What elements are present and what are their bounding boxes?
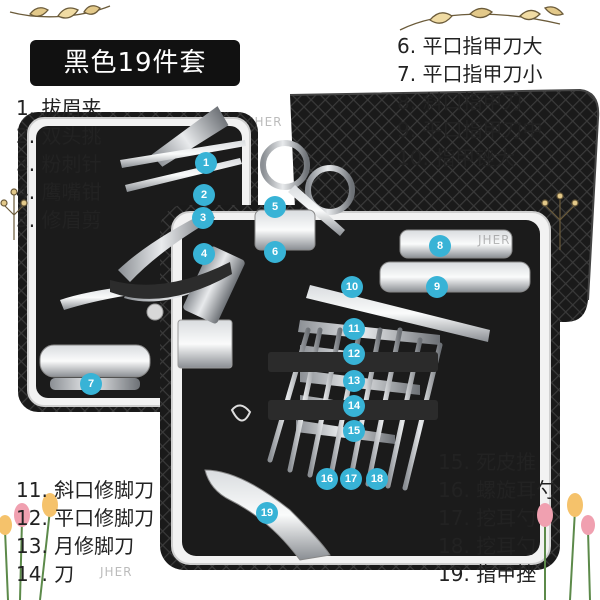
flower-decoration-bottom-right [537, 493, 595, 600]
label-item-16: 16. 螺旋耳勺 [438, 478, 557, 502]
tool-badge-6: 6 [264, 241, 286, 263]
watermark: JHER [100, 565, 133, 579]
left-case-tools [39, 106, 355, 390]
label-item-17: 17. 挖耳勺 [438, 506, 537, 530]
label-item-1: 1. 拔眉夹 [16, 96, 102, 120]
flower-decoration-bottom-left [0, 493, 58, 600]
label-item-14: 14. 刀 [16, 562, 75, 586]
tool-badge-14: 14 [343, 395, 365, 417]
tool-badge-12: 12 [343, 343, 365, 365]
label-item-6: 6. 平口指甲刀大 [397, 34, 543, 58]
tool-badge-5: 5 [264, 196, 286, 218]
watermark: JHER [250, 115, 283, 129]
product-title: 黑色19件套 [30, 40, 240, 86]
label-item-10: 10. 指甲锉大 [397, 146, 516, 170]
label-item-19: 19. 指甲挫 [438, 562, 537, 586]
tool-badge-8: 8 [429, 235, 451, 257]
tool-badge-16: 16 [316, 468, 338, 490]
tool-badge-3: 3 [192, 207, 214, 229]
label-item-4: 4. 鹰嘴钳 [16, 180, 102, 204]
label-item-9: 9. 平口指甲刀中 [397, 118, 543, 142]
tool-badge-9: 9 [426, 276, 448, 298]
tool-badge-19: 19 [256, 502, 278, 524]
tool-badge-4: 4 [193, 243, 215, 265]
tool-badge-17: 17 [340, 468, 362, 490]
flower-decoration-left [0, 188, 28, 240]
label-item-5: 5. 修眉剪 [16, 208, 102, 232]
leaf-decoration-top-right [399, 6, 565, 31]
tool-badge-13: 13 [343, 370, 365, 392]
tool-badge-15: 15 [343, 420, 365, 442]
label-item-12: 12. 平口修脚刀 [16, 506, 155, 530]
label-item-3: 3. 粉刺针 [16, 152, 102, 176]
leaf-decoration-top-left [9, 5, 111, 19]
flower-decoration-right [541, 192, 579, 250]
label-item-2: 2. 双头挑 [16, 124, 102, 148]
label-item-15: 15. 死皮推 [438, 450, 537, 474]
tool-badge-7: 7 [80, 373, 102, 395]
label-item-18: 18. 挖耳勺 [438, 534, 537, 558]
label-item-8: 8. 斜口指甲刀 [397, 90, 523, 114]
label-item-7: 7. 平口指甲刀小 [397, 62, 543, 86]
tool-badge-11: 11 [343, 318, 365, 340]
tool-badge-2: 2 [193, 184, 215, 206]
tool-badge-18: 18 [366, 468, 388, 490]
label-item-13: 13. 月修脚刀 [16, 534, 135, 558]
label-item-11: 11. 斜口修脚刀 [16, 478, 155, 502]
tool-badge-10: 10 [341, 276, 363, 298]
tool-badge-1: 1 [195, 152, 217, 174]
watermark: JHER [478, 233, 511, 247]
